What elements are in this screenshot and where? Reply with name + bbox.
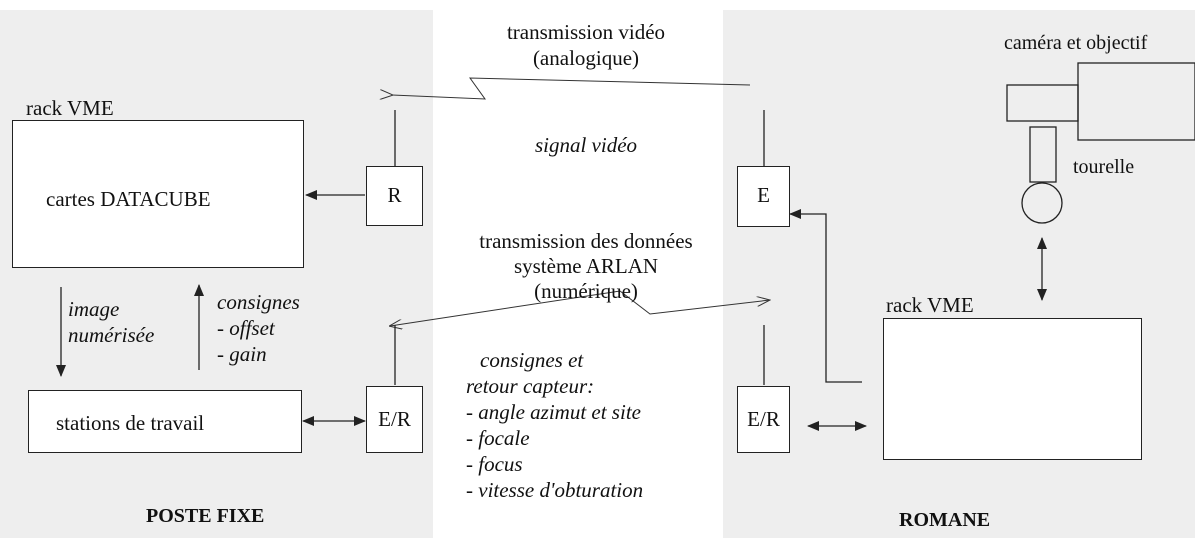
turret-label: tourelle bbox=[1073, 156, 1135, 178]
data-transmission-link bbox=[390, 290, 770, 326]
poste-transceiver-label: E/R bbox=[378, 407, 411, 431]
feedback-line2: retour capteur: bbox=[466, 374, 595, 398]
receiver-label: R bbox=[387, 183, 402, 207]
emitter-box bbox=[737, 166, 790, 227]
poste-fixe-title: POSTE FIXE bbox=[146, 505, 265, 527]
turret-column bbox=[1029, 126, 1057, 183]
stations-label: stations de travail bbox=[56, 411, 205, 435]
rack-to-emitter-path bbox=[789, 209, 862, 383]
video-transmission-link bbox=[392, 77, 751, 99]
data-transmission-line2: système ARLAN bbox=[513, 254, 659, 278]
consignes-line1: consignes bbox=[217, 290, 300, 314]
camera-lens bbox=[1006, 84, 1079, 122]
consignes-line2: - offset bbox=[217, 316, 275, 340]
data-transmission-line1: transmission des données bbox=[479, 229, 693, 253]
feedback-line3: - angle azimut et site bbox=[466, 400, 641, 424]
feedback-line1: consignes et bbox=[480, 348, 584, 372]
feedback-line5: - focus bbox=[466, 452, 523, 476]
romane-rack-box bbox=[883, 318, 1142, 460]
receiver-box bbox=[366, 166, 423, 226]
turret-ball bbox=[1021, 182, 1063, 224]
poste-transceiver-box bbox=[366, 386, 423, 453]
datacube-label: cartes DATACUBE bbox=[46, 187, 211, 211]
video-transmission-line1: transmission vidéo bbox=[506, 20, 666, 44]
romane-title: ROMANE bbox=[899, 509, 991, 531]
rack-vme-label: rack VME bbox=[26, 96, 114, 120]
data-transmission-line3: (numérique) bbox=[534, 279, 638, 303]
datacube-box bbox=[12, 120, 304, 268]
emitter-label: E bbox=[757, 183, 770, 207]
romane-transceiver-label: E/R bbox=[747, 407, 780, 431]
feedback-line6: - vitesse d'obturation bbox=[466, 478, 644, 502]
romane-rack-label: rack VME bbox=[886, 293, 974, 317]
stations-box bbox=[28, 390, 302, 453]
romane-transceiver-box bbox=[737, 386, 790, 453]
signal-video-label: signal vidéo bbox=[534, 133, 638, 157]
consignes-line3: - gain bbox=[217, 342, 267, 366]
feedback-line4: - focale bbox=[466, 426, 530, 450]
image-label-line1: image bbox=[68, 297, 120, 321]
camera-label: caméra et objectif bbox=[1004, 32, 1148, 54]
video-transmission-line2: (analogique) bbox=[532, 46, 640, 70]
image-label-line2: numérisée bbox=[68, 323, 155, 347]
camera-body bbox=[1077, 62, 1195, 141]
